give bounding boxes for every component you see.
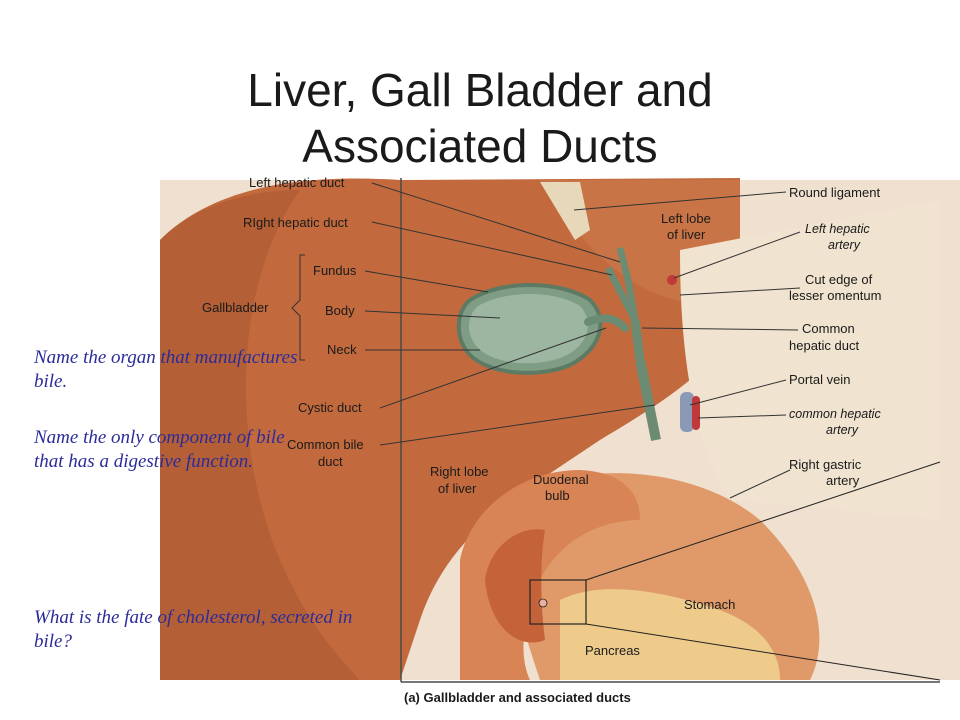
question-bile-component: Name the only component of bile that has… [34,427,285,472]
label-common-bile-duct-2: duct [318,454,343,469]
question-bile-organ: Name the organ that manufactures bile. [34,347,298,392]
right-hepatic-duct-path [604,266,639,322]
left-leader-lines [291,182,656,446]
cystic-duct [584,314,629,332]
inset-box [529,579,587,625]
lesser-omentum [680,200,940,520]
label-stomach: Stomach [684,597,735,612]
label-common-bile-duct-1: Common bile [287,437,364,452]
label-neck: Neck [327,342,357,357]
label-fundus: Fundus [313,263,357,278]
label-duodenal-bulb-2: bulb [545,488,570,503]
label-cut-edge-2: lesser omentum [789,288,881,303]
label-common-hepatic-artery-1: common hepatic [789,407,881,421]
left-hepatic-duct-path [616,247,639,321]
inset-line-1 [585,461,941,581]
inset-line-2 [585,623,941,681]
label-left-lobe-2: of liver [667,227,706,242]
label-right-gastric-artery-1: Right gastric [789,457,862,472]
label-body: Body [325,303,355,318]
common-hepatic-duct-path [630,319,645,361]
label-right-lobe-1: Right lobe [430,464,489,479]
label-right-gastric-artery-2: artery [826,473,860,488]
label-right-lobe-2: of liver [438,481,477,496]
label-cut-edge-1: Cut edge of [805,272,873,287]
label-right-hepatic-duct: RIght hepatic duct [243,215,348,230]
label-gallbladder: Gallbladder [202,300,269,315]
label-left-hepatic-artery-2: artery [828,238,861,252]
figure-caption: (a) Gallbladder and associated ducts [404,690,631,705]
label-left-lobe-1: Left lobe [661,211,711,226]
liver-shade [160,190,360,680]
gallbladder-inner [469,294,588,364]
label-common-hepatic-duct-1: Common [802,321,855,336]
label-round-ligament: Round ligament [789,185,880,200]
portal-vein [680,392,694,432]
question-cholesterol-fate: What is the fate of cholesterol, secrete… [34,607,353,652]
label-pancreas: Pancreas [585,643,640,658]
label-left-hepatic-artery-1: Left hepatic [805,222,870,236]
common-bile-duct-path [635,359,661,441]
label-common-hepatic-duct-2: hepatic duct [789,338,859,353]
label-left-hepatic-duct: Left hepatic duct [249,175,345,190]
slide-title: Liver, Gall Bladder and Associated Ducts [247,64,713,172]
label-common-hepatic-artery-2: artery [826,423,859,437]
right-leader-lines [573,191,801,499]
label-cystic-duct: Cystic duct [298,400,362,415]
round-ligament [540,182,590,240]
label-duodenal-bulb-1: Duodenal [533,472,589,487]
left-hepatic-artery-dot [667,275,677,285]
label-portal-vein: Portal vein [789,372,850,387]
pancreas [560,589,780,680]
hepatic-artery [692,396,700,430]
inset-opening [538,598,548,608]
